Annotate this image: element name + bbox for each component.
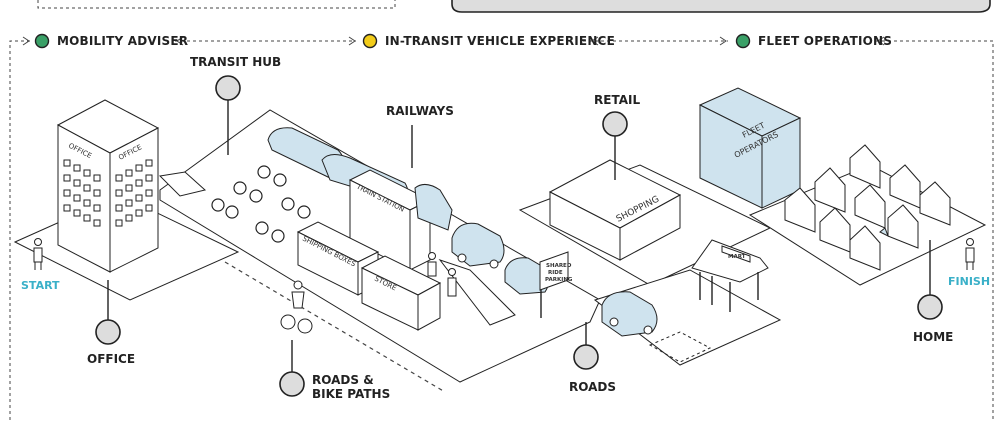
journey-step-mobility-adviser: MOBILITY ADVISER: [34, 33, 188, 49]
parking-sign-line2: RIDE: [548, 270, 563, 276]
label-retail: RETAIL: [594, 93, 640, 107]
office-building: OFFICE OFFICE: [56, 99, 160, 273]
mart-label: MART: [728, 254, 746, 260]
journey-step-in-transit: IN-TRANSIT VEHICLE EXPERIENCE: [362, 33, 615, 49]
status-dot-yellow: [362, 33, 378, 49]
journey-step-label: MOBILITY ADVISER: [57, 34, 188, 48]
label-finish: FINISH: [948, 275, 990, 288]
top-left-dashed-box: [37, 0, 396, 9]
roads-plate: [593, 269, 782, 366]
pin-roads[interactable]: [573, 322, 599, 370]
pin-transit-hub[interactable]: [215, 75, 241, 155]
car-4: [601, 291, 658, 337]
label-home: HOME: [913, 330, 953, 344]
journey-arrows: [22, 36, 885, 46]
fleet-operators-building: FLEET OPERATORS: [698, 87, 802, 209]
train-station: TRAIN STATION: [348, 169, 432, 271]
bike-path: [224, 261, 446, 393]
journey-step-label: FLEET OPERATIONS: [758, 34, 892, 48]
pin-office[interactable]: [95, 280, 121, 345]
car-1: [414, 184, 453, 231]
shopping-building: SHOPPING: [548, 159, 682, 261]
shipping-boxes: SHIPPING BOXES: [296, 221, 380, 296]
person-start: [33, 238, 43, 270]
escalator: [438, 259, 516, 326]
journey-step-fleet-operations: FLEET OPERATIONS: [735, 33, 892, 49]
parking-sign-line1: SHARED: [546, 263, 572, 269]
journey-step-label: IN-TRANSIT VEHICLE EXPERIENCE: [385, 34, 615, 48]
status-dot-green: [735, 33, 751, 49]
label-railways: RAILWAYS: [386, 104, 454, 118]
label-transit-hub: TRANSIT HUB: [190, 55, 281, 69]
pin-home[interactable]: [917, 240, 943, 320]
journey-frame: [9, 40, 994, 420]
cyclist: [280, 280, 313, 334]
top-right-banner: [451, 0, 991, 13]
label-office: OFFICE: [87, 352, 135, 366]
houses: [784, 144, 951, 271]
car-2: [451, 222, 505, 269]
label-roads-bike-1: ROADS &: [312, 373, 374, 387]
store: STORE: [360, 255, 442, 331]
parking-spot: [648, 331, 712, 363]
label-roads-bike-2: BIKE PATHS: [312, 387, 390, 401]
label-roads: ROADS: [569, 380, 616, 394]
parking-sign-line3: PARKING: [545, 277, 573, 283]
bike-share: [211, 165, 311, 243]
pin-retail[interactable]: [602, 111, 628, 180]
mart-kiosk: MART: [691, 239, 769, 312]
pin-roads-bike-paths[interactable]: [279, 340, 305, 397]
label-start: START: [21, 279, 60, 292]
person-finish: [965, 238, 975, 270]
status-dot-green: [34, 33, 50, 49]
person-station: [427, 252, 457, 297]
shared-ride-parking-sign: SHARED RIDE PARKING: [539, 251, 573, 318]
